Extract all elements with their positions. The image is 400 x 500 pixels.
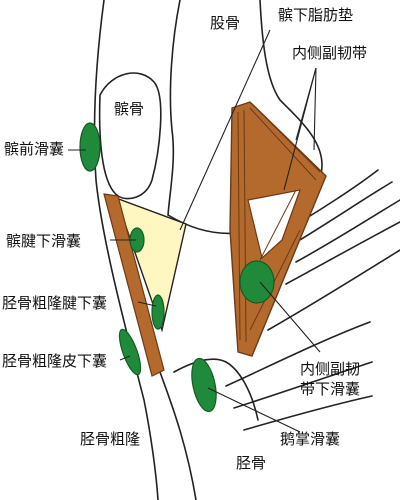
subcutaneous-tibial-tuberosity-bursa-shape bbox=[118, 328, 142, 376]
medial-collateral-ligament bbox=[229, 101, 327, 357]
leader-mcl-2 bbox=[313, 67, 317, 151]
label-prepatellar-bursa: 髌前滑囊 bbox=[4, 140, 65, 158]
label-mcl: 内侧副韧带 bbox=[292, 44, 368, 62]
leader-mcl-3 bbox=[283, 67, 317, 191]
label-tibial-tuberosity: 胫骨粗隆 bbox=[80, 430, 141, 448]
label-femur: 股骨 bbox=[210, 14, 241, 32]
pes-line-3 bbox=[243, 395, 373, 431]
label-mcl-bursa-line2: 带下滑囊 bbox=[300, 380, 361, 398]
label-mcl-bursa-line1: 内侧副韧 bbox=[300, 360, 361, 378]
tendon-line-5 bbox=[267, 249, 400, 331]
leader-subcut-tub bbox=[119, 355, 131, 361]
femur-left-outline bbox=[167, 0, 181, 216]
label-infrapatellar-fat-pad: 髌下脂肪垫 bbox=[278, 6, 354, 24]
tendon-line-4 bbox=[285, 221, 400, 285]
leader-pes-anserine bbox=[207, 387, 301, 433]
pes-anserine-bursa-shape bbox=[191, 357, 217, 413]
prepatellar-bursa-shape bbox=[79, 122, 101, 172]
leader-deep-tub bbox=[137, 301, 157, 307]
label-deep-tibial-tuberosity-bursa: 胫骨粗隆腱下囊 bbox=[2, 294, 108, 312]
deep-tibial-tuberosity-bursa-shape bbox=[151, 294, 165, 330]
label-patella: 髌骨 bbox=[114, 100, 145, 118]
pes-line-1 bbox=[225, 321, 371, 387]
label-subcutaneous-tibial-tuberosity-bursa: 胫骨粗隆皮下囊 bbox=[2, 352, 108, 370]
skin-line-left bbox=[93, 0, 159, 500]
label-tibia: 胫骨 bbox=[236, 454, 267, 472]
leader-mcl-bursa bbox=[259, 281, 321, 353]
tendon-line-3 bbox=[295, 199, 400, 263]
label-pes-anserine-bursa: 鹅掌滑囊 bbox=[280, 430, 341, 448]
patella-outline bbox=[98, 72, 162, 200]
leader-fat-pad bbox=[179, 29, 271, 231]
tendon-line-2 bbox=[289, 181, 393, 247]
label-infrapatellar-bursa: 髌腱下滑囊 bbox=[6, 232, 82, 250]
tibia-left-outline bbox=[159, 371, 197, 500]
pes-line-2 bbox=[233, 361, 373, 409]
mcl-bursa-shape bbox=[239, 260, 275, 304]
